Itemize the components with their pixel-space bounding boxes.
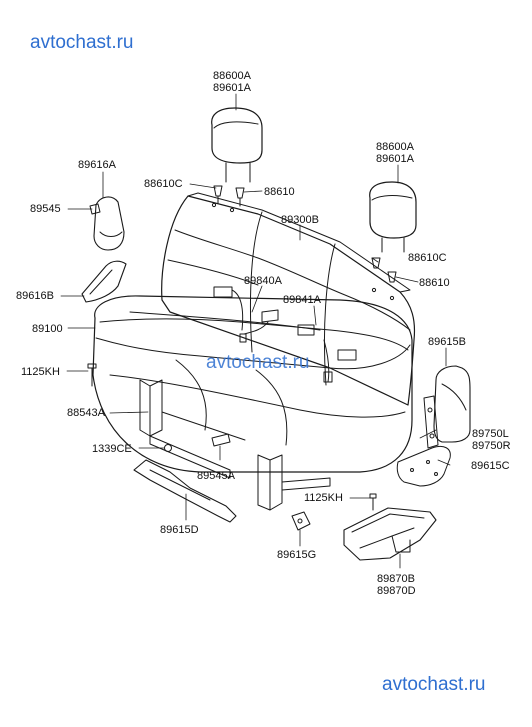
leader-lines (60, 93, 451, 569)
part-label-88610C: 88610C (144, 178, 183, 190)
part-label-89100: 89100 (32, 323, 63, 335)
part-label-89615C: 89615C (471, 460, 510, 472)
part-label-88610: 88610 (419, 277, 450, 289)
part-label-88543A: 88543A (67, 407, 105, 419)
part-label-89545: 89545 (30, 203, 61, 215)
part-label-89300B: 89300B (281, 214, 319, 226)
part-label-89840A: 89840A (244, 275, 282, 287)
side-cover-left (89, 196, 125, 251)
part-label-89616A: 89616A (78, 159, 116, 171)
part-label-89615G: 89615G (277, 549, 317, 561)
part-label-89601A: 89601A (376, 153, 414, 165)
part-label-89616B: 89616B (16, 290, 54, 302)
side-cover-right (433, 365, 471, 443)
part-label-1125KH: 1125KH (304, 492, 343, 504)
headrest-right (369, 181, 417, 253)
part-label-88600A: 88600A (376, 141, 414, 153)
seat-belts (213, 286, 357, 383)
part-label-88610: 88610 (264, 186, 295, 198)
part-label-1125KH: 1125KH (21, 366, 60, 378)
part-label-89601A: 89601A (213, 82, 251, 94)
base-rail-89615D (133, 459, 237, 523)
hinge-bracket (423, 395, 439, 449)
part-label-1339CE: 1339CE (92, 443, 132, 455)
watermark-top: avtochast.ru (30, 32, 134, 53)
part-label-88610C: 88610C (408, 252, 447, 264)
part-label-89545A: 89545A (197, 470, 235, 482)
part-label-89841A: 89841A (283, 294, 321, 306)
watermark-bottom: avtochast.ru (382, 674, 486, 695)
bolt-1125KH-left (87, 363, 97, 387)
part-label-89750L: 89750L (472, 428, 509, 440)
headrest-left (211, 107, 263, 183)
side-trim-89616B (81, 260, 127, 303)
part-label-89870D: 89870D (377, 585, 416, 597)
seat-cushion (92, 295, 413, 473)
watermark-center: avtochast.ru (206, 352, 310, 373)
seat-backrest (161, 192, 416, 406)
part-label-89870B: 89870B (377, 573, 415, 585)
trim-89615C (396, 445, 451, 487)
part-label-89750R: 89750R (472, 440, 511, 452)
bolt-1125KH-right (369, 493, 377, 511)
part-label-88600A: 88600A (213, 70, 251, 82)
bracket-89545A (211, 433, 231, 447)
seat-leg-frame (139, 379, 331, 511)
under-tray-89870 (343, 507, 437, 561)
clip-89615G (291, 511, 311, 531)
nut-1339CE (164, 444, 172, 452)
part-label-89615B: 89615B (428, 336, 466, 348)
part-label-89615D: 89615D (160, 524, 199, 536)
headrest-guides (213, 185, 397, 283)
